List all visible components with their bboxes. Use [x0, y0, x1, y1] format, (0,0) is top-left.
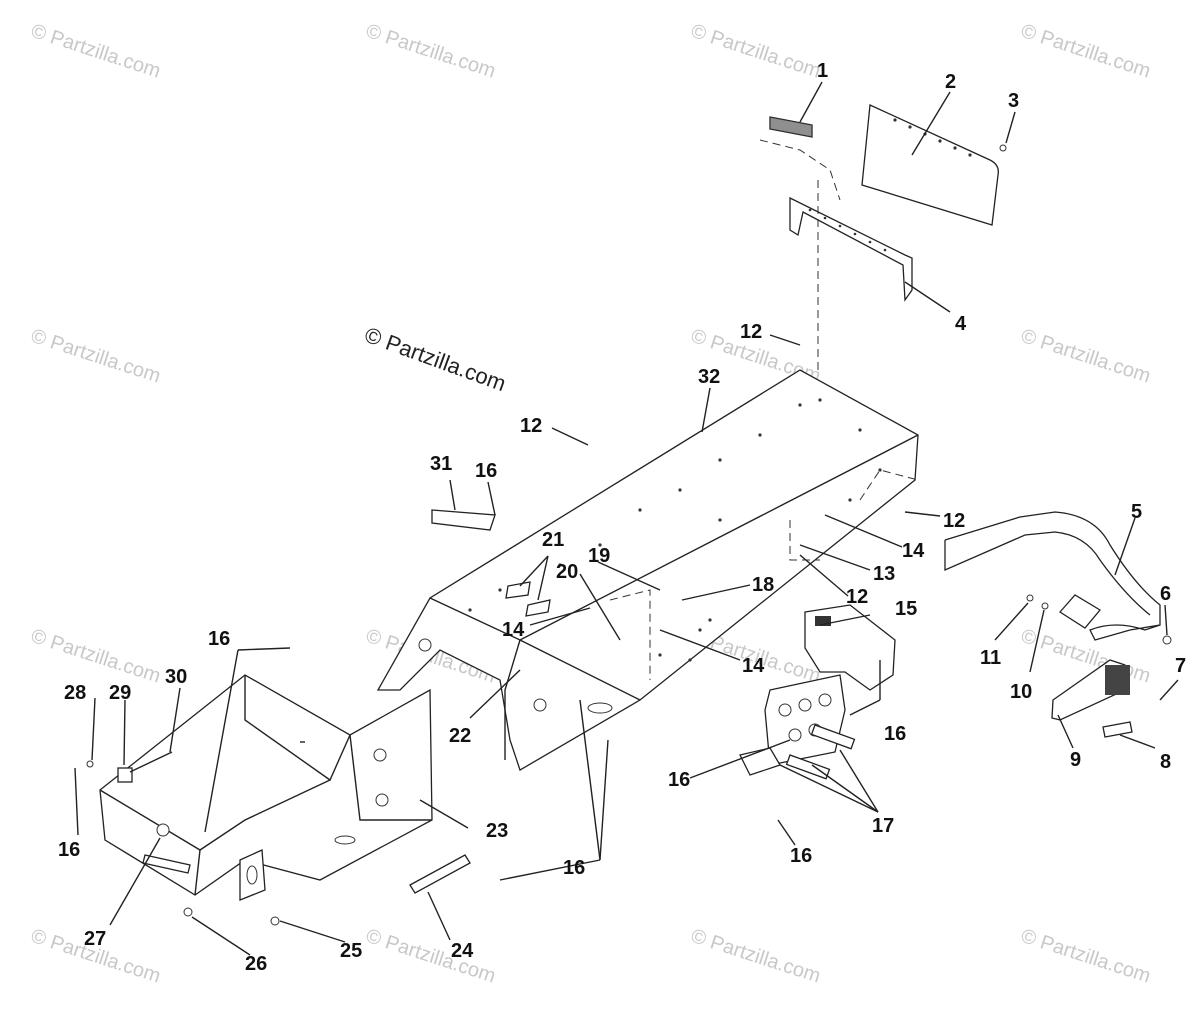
part-2-flap: [861, 104, 999, 226]
callout-16: 16: [208, 628, 230, 650]
part-14-bracket: [764, 674, 846, 766]
callout-25: 25: [340, 940, 362, 962]
part-30-bolt: [129, 751, 173, 773]
callout-14: 14: [902, 540, 925, 562]
part-28-bolt: [86, 760, 94, 768]
part-32-tunnel: [376, 369, 919, 771]
callout-31: 31: [430, 453, 452, 475]
callout-28: 28: [64, 682, 86, 704]
callout-16: 16: [884, 723, 906, 745]
callout-29: 29: [109, 682, 131, 704]
callout-12: 12: [740, 321, 762, 343]
callout-13: 13: [873, 563, 895, 585]
callout-12: 12: [846, 586, 868, 608]
part-29-bracket: [117, 767, 133, 783]
callout-17: 17: [872, 815, 894, 837]
callout-11: 11: [980, 647, 1001, 669]
callout-12: 12: [520, 415, 542, 437]
callout-27: 27: [84, 928, 106, 950]
part-3-screw: [999, 144, 1007, 152]
callout-30: 30: [165, 666, 187, 688]
part-27-nut: [156, 823, 170, 837]
callout-4: 4: [955, 313, 967, 335]
leader-lines: [74, 81, 1179, 956]
dashed-guide: [789, 520, 820, 561]
callout-9: 9: [1070, 749, 1081, 771]
callout-14: 14: [502, 619, 525, 641]
dashed-guide: [609, 589, 651, 680]
callout-16: 16: [668, 769, 690, 791]
callout-32: 32: [698, 366, 720, 388]
callout-7: 7: [1175, 655, 1186, 677]
callout-23: 23: [486, 820, 508, 842]
callout-1: 1: [817, 60, 828, 82]
callout-10: 10: [1010, 681, 1032, 703]
part-31-plate: [431, 509, 496, 531]
part-4-bracket: [789, 196, 913, 302]
part-25-bolt: [270, 916, 280, 926]
part-7-brush: [1105, 665, 1130, 695]
callout-14: 14: [742, 655, 765, 677]
callout-16: 16: [475, 460, 497, 482]
callout-2: 2: [945, 71, 956, 93]
callout-12: 12: [943, 510, 965, 532]
part-26-bolt: [183, 907, 193, 917]
part-11-bolt: [1026, 594, 1034, 602]
callout-20: 20: [556, 561, 578, 583]
callout-16: 16: [790, 845, 812, 867]
dashed-guide: [759, 139, 841, 201]
callout-21: 21: [542, 529, 564, 551]
callout-16: 16: [58, 839, 80, 861]
part-10-washer: [1041, 602, 1049, 610]
callout-6: 6: [1160, 583, 1171, 605]
callout-26: 26: [245, 953, 267, 975]
part-21-decal: [525, 599, 551, 617]
callout-3: 3: [1008, 90, 1019, 112]
part-17-shaft: [785, 754, 831, 780]
callout-5: 5: [1131, 501, 1142, 523]
part-24-rail: [409, 854, 471, 894]
callout-19: 19: [588, 545, 610, 567]
part-6-nut: [1162, 635, 1172, 645]
callout-15: 15: [895, 598, 917, 620]
part-17-shaft: [810, 724, 856, 750]
callout-22: 22: [449, 725, 471, 747]
callout-24: 24: [451, 940, 474, 962]
callout-18: 18: [752, 574, 774, 596]
part-bracket: [142, 854, 191, 874]
callout-16: 16: [563, 857, 585, 879]
part-5-bumper: [944, 511, 1161, 641]
part-8-decal: [1102, 721, 1133, 738]
cover-detail: [815, 616, 831, 626]
callout-8: 8: [1160, 751, 1171, 773]
callout-labels: 1 2 3 4 5 6 7 8 9 10 11 12 12 12 12 13 1…: [58, 60, 1186, 975]
bumper-mount: [1059, 594, 1101, 629]
